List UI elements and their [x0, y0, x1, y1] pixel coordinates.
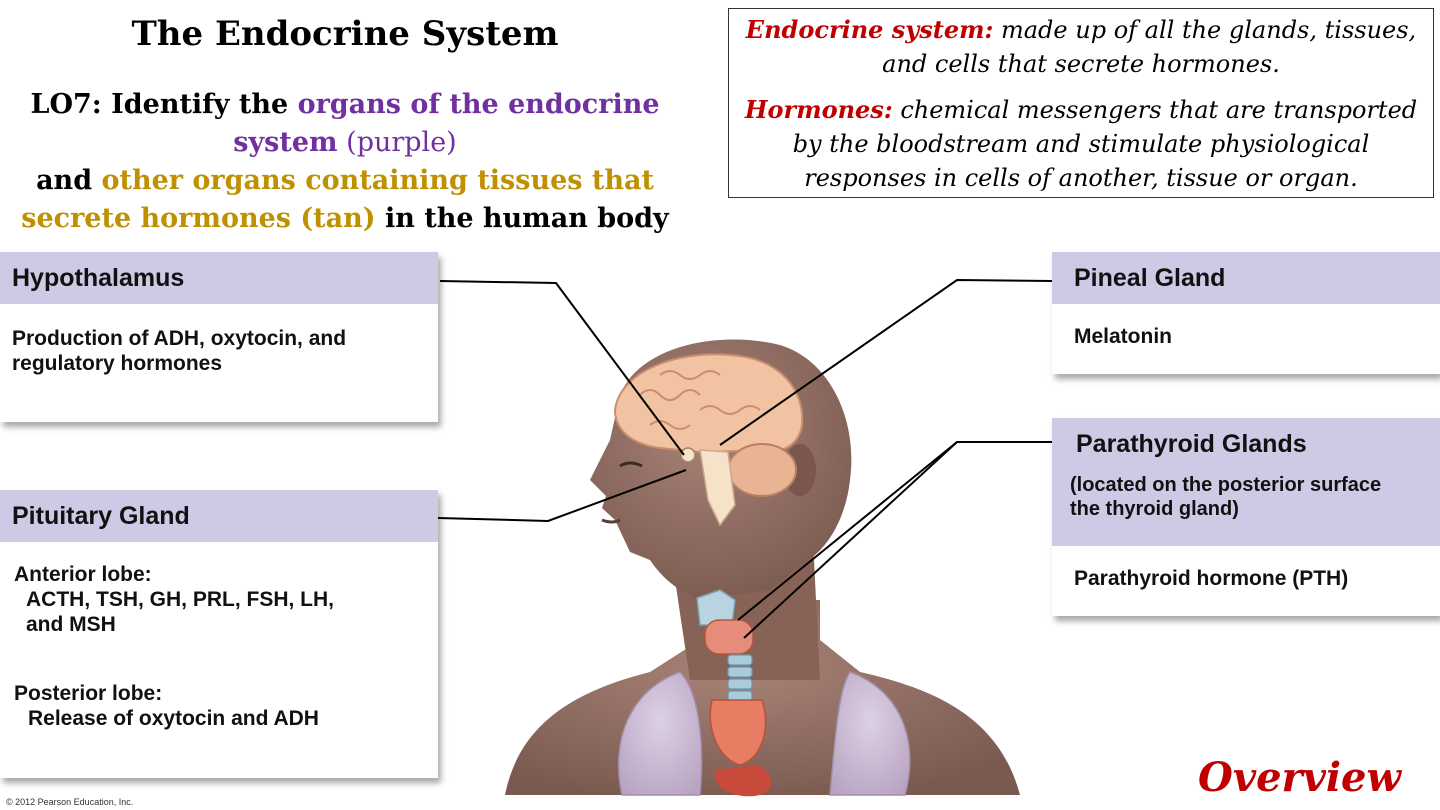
panel-hypothalamus: Hypothalamus Production of ADH, oxytocin…: [0, 252, 438, 422]
learning-objective: LO7: Identify the organs of the endocrin…: [10, 86, 680, 238]
panel-note-line: the thyroid gland): [1070, 498, 1239, 520]
leader-pituitary: [437, 469, 687, 523]
panel-line: Melatonin: [1074, 325, 1172, 348]
leader-pineal: [719, 278, 1053, 446]
panel-line: Release of oxytocin and ADH: [28, 707, 319, 730]
left-lung: [617, 671, 703, 796]
panel-title: Pituitary Gland: [0, 490, 438, 542]
trachea: [727, 654, 753, 702]
leader-hypothalamus: [439, 280, 685, 456]
lo-endocrine-organs: organs of the endocrine system: [233, 89, 660, 158]
page-title: The Endocrine System: [131, 14, 559, 54]
thymus: [709, 699, 767, 766]
panel-line: ACTH, TSH, GH, PRL, FSH, LH,: [26, 588, 334, 611]
definition-term: Endocrine system:: [745, 15, 994, 44]
brain-stem: [699, 449, 736, 527]
definition-term: Hormones:: [744, 95, 893, 124]
eye-shape: [619, 461, 643, 468]
lo-purple-note: (purple): [337, 127, 457, 158]
panel-pituitary: Pituitary Gland Anterior lobe: ACTH, TSH…: [0, 490, 438, 778]
panel-line: and MSH: [26, 613, 116, 636]
definitions-box: Endocrine system: made up of all the gla…: [728, 8, 1434, 198]
panel-title: Parathyroid Glands: [1076, 430, 1307, 458]
brain-cerebrum: [613, 353, 804, 454]
lo-prefix: LO7: Identify the: [30, 89, 298, 120]
panel-parathyroid: Parathyroid Glands (located on the poste…: [1052, 418, 1440, 616]
posterior-lobe-title: Posterior lobe:: [14, 682, 163, 705]
definition-text: made up of all the glands, tissues, and …: [882, 16, 1417, 78]
panel-line: Production of ADH, oxytocin, and: [12, 327, 347, 350]
heart-shape: [714, 765, 772, 797]
brain-folds: [639, 370, 761, 430]
lo-other-organs: other organs containing tissues that sec…: [21, 165, 654, 234]
definition-endocrine-system: Endocrine system: made up of all the gla…: [739, 13, 1423, 81]
brain-cerebellum: [727, 443, 797, 497]
leader-parathyroid-lower: [743, 441, 958, 639]
panel-line: regulatory hormones: [12, 352, 223, 375]
lo-and: and: [36, 165, 102, 196]
thyroid-gland: [704, 619, 754, 655]
hypothalamus-marker: [680, 447, 696, 463]
section-label: Overview: [1198, 754, 1401, 801]
leader-lines: [437, 278, 1053, 639]
lo-suffix: in the human body: [375, 203, 669, 234]
panel-pineal: Pineal Gland Melatonin: [1052, 252, 1440, 374]
definition-text: chemical messengers that are transported…: [792, 96, 1418, 192]
panel-line: Parathyroid hormone (PTH): [1074, 567, 1349, 590]
panel-title: Hypothalamus: [0, 252, 438, 304]
copyright-credit: © 2012 Pearson Education, Inc.: [6, 797, 134, 807]
panel-title: Pineal Gland: [1052, 252, 1440, 304]
definition-hormones: Hormones: chemical messengers that are t…: [739, 93, 1423, 195]
lips-shape: [601, 518, 621, 524]
anterior-lobe-title: Anterior lobe:: [14, 563, 152, 586]
right-lung: [829, 671, 911, 796]
panel-note-line: (located on the posterior surface: [1070, 474, 1382, 496]
larynx: [696, 589, 736, 626]
